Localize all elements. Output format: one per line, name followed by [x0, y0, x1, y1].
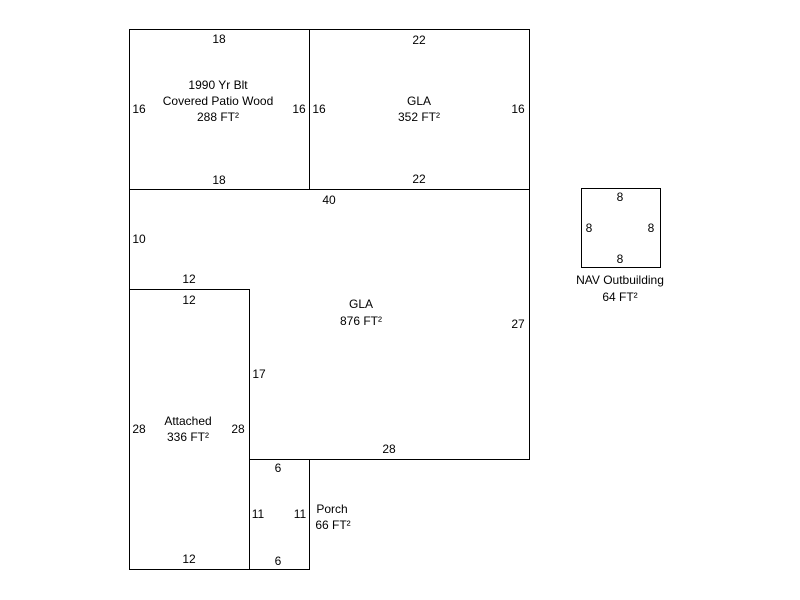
attached-area-label: 336 FT²: [167, 430, 209, 444]
outbuilding-bottom-dim: 8: [617, 252, 624, 266]
gla-main-step-dim: 12: [182, 272, 196, 286]
patio-area-label: 288 FT²: [197, 110, 239, 124]
gla-main-left-lower-dim: 17: [252, 367, 266, 381]
attached-right-dim: 28: [231, 422, 245, 436]
attached-bottom-dim: 12: [182, 552, 196, 566]
porch-top-dim: 6: [275, 461, 282, 475]
attached-section: 12 12 28 28 Attached 336 FT²: [129, 289, 250, 570]
gla-upper-section: 22 22 16 16 GLA 352 FT²: [309, 29, 530, 190]
attached-outline: [129, 289, 250, 570]
gla-upper-area-label: 352 FT²: [398, 110, 440, 124]
gla-upper-name-label: GLA: [407, 94, 431, 108]
outbuilding-section: 8 8 8 8 NAV Outbuilding 64 FT²: [576, 188, 664, 304]
gla-main-top-dim: 40: [322, 193, 336, 207]
gla-upper-right-dim: 16: [511, 102, 525, 116]
patio-section: 18 18 16 16 1990 Yr Blt Covered Patio Wo…: [129, 29, 310, 190]
gla-main-bottom-dim: 28: [382, 442, 396, 456]
porch-bottom-dim: 6: [275, 554, 282, 568]
outbuilding-area-label: 64 FT²: [602, 290, 637, 304]
gla-main-right-dim: 27: [511, 317, 525, 331]
outbuilding-left-dim: 8: [586, 221, 593, 235]
porch-name-label: Porch: [316, 502, 347, 516]
gla-main-left-upper-dim: 10: [132, 232, 146, 246]
porch-left-dim: 11: [252, 507, 265, 521]
gla-main-name-label: GLA: [349, 297, 373, 311]
porch-right-dim: 11: [294, 507, 307, 521]
patio-name-label: Covered Patio Wood: [163, 94, 274, 108]
gla-upper-bottom-dim: 22: [412, 172, 426, 186]
gla-main-area-label: 876 FT²: [340, 314, 382, 328]
patio-bottom-dim: 18: [212, 173, 226, 187]
porch-outline: [249, 459, 310, 570]
patio-year-label: 1990 Yr Blt: [188, 78, 248, 92]
attached-name-label: Attached: [164, 414, 211, 428]
patio-left-dim: 16: [132, 102, 146, 116]
patio-right-dim: 16: [292, 102, 306, 116]
gla-upper-top-dim: 22: [412, 33, 426, 47]
attached-left-dim: 28: [132, 422, 146, 436]
outbuilding-right-dim: 8: [648, 221, 655, 235]
outbuilding-name-label: NAV Outbuilding: [576, 273, 664, 287]
gla-upper-left-dim: 16: [312, 102, 326, 116]
outbuilding-outline: [581, 188, 661, 268]
porch-area-label: 66 FT²: [315, 518, 350, 532]
porch-section: 6 6 11 11 Porch 66 FT²: [249, 459, 351, 570]
attached-top-dim: 12: [182, 293, 196, 307]
outbuilding-top-dim: 8: [617, 190, 624, 204]
patio-top-dim: 18: [212, 32, 226, 46]
